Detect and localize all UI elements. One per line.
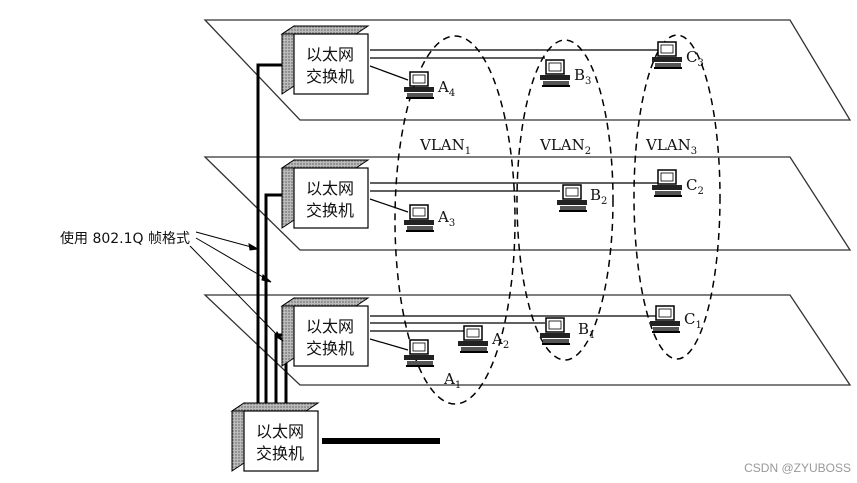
host-b2: B2 [556,184,607,213]
svg-text:A4: A4 [437,78,455,99]
host-a4: A4 [403,71,455,100]
vlan-3-ellipse [633,34,721,360]
host-b1: B1 [539,317,595,346]
vlan-3-label: VLAN3 [645,136,697,157]
svg-text:A2: A2 [491,330,509,351]
host-c2: C2 [651,169,704,198]
switch-floor-3: 以太网 交换机 [281,25,369,95]
svg-text:A1: A1 [443,370,461,391]
host-c3: C3 [651,41,704,70]
floor-2 [203,156,852,251]
wiring-floor-2 [369,182,658,213]
trunk-note-arrows [189,231,284,342]
host-a1: A1 [403,339,461,391]
switch-floor-3-label-2: 交换机 [306,67,354,86]
switch-main-label-2: 交换机 [256,444,304,463]
wiring-floor-1 [369,315,658,351]
vlan-2-label: VLAN2 [539,136,591,157]
vlan-groups [394,34,721,405]
host-a2: A2 [457,325,509,354]
vlan-2-ellipse [516,39,614,361]
switch-floor-1: 以太网 交换机 [281,297,369,367]
svg-text:C2: C2 [686,176,704,197]
switch-floor-2-label-2: 交换机 [306,201,354,220]
floor-3 [203,19,852,121]
svg-text:C1: C1 [684,310,702,331]
vlan-1-label: VLAN1 [419,136,471,157]
host-a3: A3 [403,204,455,233]
switch-floor-1-label-2: 交换机 [306,339,354,358]
trunk-note: 使用 802.1Q 帧格式 [60,230,190,247]
svg-text:B2: B2 [590,186,607,207]
switch-floor-2-label-1: 以太网 [306,179,354,198]
host-c1: C1 [649,305,702,334]
host-b3: B3 [539,59,591,88]
switch-floor-3-label-1: 以太网 [306,45,354,64]
wiring-floor-3 [369,49,658,81]
watermark: CSDN @ZYUBOSS [744,461,851,475]
switch-main: 以太网 交换机 [231,402,319,472]
switch-floor-2: 以太网 交换机 [281,159,369,229]
svg-text:A3: A3 [437,208,455,229]
floor-1 [203,294,852,386]
switch-floor-1-label-1: 以太网 [306,317,354,336]
svg-text:C3: C3 [686,48,704,69]
switch-main-label-1: 以太网 [256,422,304,441]
vlan-1-ellipse [394,35,516,405]
svg-text:B1: B1 [578,320,595,341]
svg-text:B3: B3 [574,66,591,87]
